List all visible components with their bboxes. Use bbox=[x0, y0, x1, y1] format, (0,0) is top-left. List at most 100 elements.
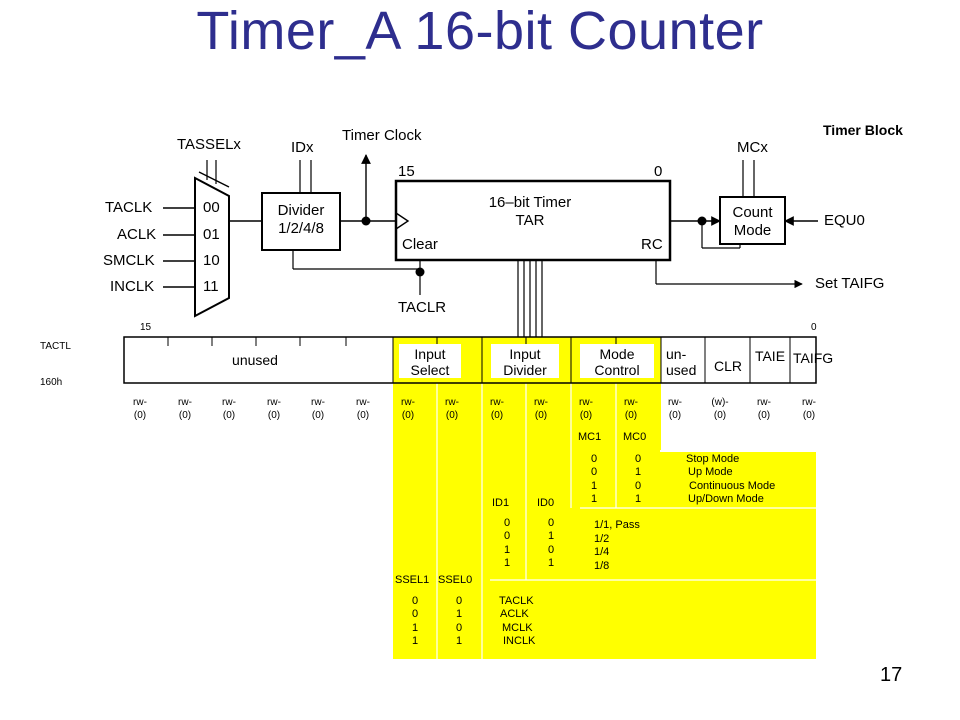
access-bit-10: rw- bbox=[356, 397, 370, 408]
ssel0-header: SSEL0 bbox=[438, 574, 473, 586]
timer-clock-label: Timer Clock bbox=[342, 127, 422, 144]
source-value: ACLK bbox=[500, 608, 529, 621]
reset-bit-2: (0) bbox=[713, 410, 727, 421]
mc0-value: 0 bbox=[634, 479, 642, 492]
reset-bit-11: (0) bbox=[311, 410, 325, 421]
reset-bit-9: (0) bbox=[401, 410, 415, 421]
mux-code-01: 01 bbox=[203, 226, 220, 243]
tactl-register bbox=[123, 336, 817, 384]
field-mode-control: Mode Control bbox=[580, 346, 654, 378]
input-select-line1: Input bbox=[414, 346, 446, 362]
access-bit-1: rw- bbox=[757, 397, 771, 408]
id1-value: 0 bbox=[503, 530, 511, 543]
page-number: 17 bbox=[880, 664, 903, 686]
register-name: TACTL bbox=[40, 341, 71, 352]
mux-code-10: 10 bbox=[203, 252, 220, 269]
ssel1-column: 0 0 1 1 bbox=[405, 595, 425, 648]
id0-header: ID0 bbox=[537, 497, 555, 509]
field-un-used: un- used bbox=[662, 346, 704, 378]
id0-value: 0 bbox=[547, 543, 555, 556]
access-bit-14: rw- bbox=[178, 397, 192, 408]
register-address: 160h bbox=[40, 377, 63, 388]
mc1-value: 0 bbox=[590, 453, 598, 465]
mode-descriptions: Stop Mode Up Mode Continuous Mode Up/Dow… bbox=[686, 453, 775, 506]
mode-control-line2: Control bbox=[594, 362, 640, 378]
reset-bit-10: (0) bbox=[356, 410, 370, 421]
field-input-select: Input Select bbox=[399, 346, 461, 378]
id0-value: 1 bbox=[547, 556, 555, 569]
id0-column: 0 1 0 1 bbox=[541, 517, 561, 570]
timer-tar-box bbox=[394, 179, 672, 262]
ratio-value: 1/1, Pass bbox=[594, 519, 640, 531]
ssel0-column: 0 1 0 1 bbox=[449, 595, 469, 648]
reset-bit-7: (0) bbox=[490, 410, 504, 421]
mux-input-inclk: INCLK bbox=[110, 278, 155, 295]
count-mode-text: Count Mode bbox=[720, 204, 785, 240]
un-used-line1: un- bbox=[666, 346, 687, 362]
access-bit-11: rw- bbox=[311, 397, 325, 408]
access-bit-12: rw- bbox=[267, 397, 281, 408]
rc-label: RC bbox=[641, 236, 663, 253]
idx-label: IDx bbox=[291, 139, 314, 156]
tasselx-label: TASSELx bbox=[177, 136, 241, 153]
access-bit-5: rw- bbox=[579, 397, 593, 408]
mc0-value: 1 bbox=[634, 492, 642, 505]
access-bit-0: rw- bbox=[802, 397, 816, 408]
access-bit-8: rw- bbox=[445, 397, 459, 408]
reset-bit-14: (0) bbox=[178, 410, 192, 421]
id0-value: 1 bbox=[547, 530, 555, 543]
reset-bit-0: (0) bbox=[802, 410, 816, 421]
page-title: Timer_A 16-bit Counter bbox=[196, 1, 764, 61]
mux-input-taclk: TACLK bbox=[105, 199, 153, 216]
reset-bit-6: (0) bbox=[534, 410, 548, 421]
timer-bit-low: 0 bbox=[654, 163, 663, 180]
mode-updown: Up/Down Mode bbox=[688, 492, 764, 505]
reset-bit-12: (0) bbox=[267, 410, 281, 421]
timer-bit-high: 15 bbox=[398, 163, 415, 180]
field-unused: unused bbox=[232, 352, 278, 368]
clear-label: Clear bbox=[402, 236, 438, 253]
id1-header: ID1 bbox=[492, 497, 510, 509]
table-separators bbox=[660, 450, 816, 452]
source-value: INCLK bbox=[503, 634, 536, 647]
mc0-value: 0 bbox=[634, 453, 642, 465]
access-bit-7: rw- bbox=[490, 397, 504, 408]
ratio-value: 1/2 bbox=[594, 532, 610, 545]
count-line1: Count bbox=[732, 204, 773, 221]
mode-stop: Stop Mode bbox=[686, 453, 740, 465]
clock-mux bbox=[194, 176, 230, 318]
reset-bit-4: (0) bbox=[624, 410, 638, 421]
field-input-divider: Input Divider bbox=[491, 346, 559, 378]
field-taie: TAIE bbox=[754, 348, 786, 364]
source-value: MCLK bbox=[502, 621, 533, 634]
access-bit-9: rw- bbox=[401, 397, 415, 408]
id1-value: 1 bbox=[503, 543, 511, 556]
reset-bit-5: (0) bbox=[579, 410, 593, 421]
table-lines bbox=[436, 383, 816, 659]
mode-up: Up Mode bbox=[688, 466, 733, 479]
ssel1-value: 0 bbox=[411, 595, 419, 607]
mc1-header: MC1 bbox=[578, 431, 602, 443]
un-used-line2: used bbox=[666, 362, 697, 378]
input-select-line2: Select bbox=[410, 362, 450, 378]
mc1-value: 0 bbox=[590, 466, 598, 479]
input-divider-line2: Divider bbox=[503, 362, 547, 378]
mc1-value: 1 bbox=[590, 479, 598, 492]
field-taifg: TAIFG bbox=[790, 350, 844, 366]
count-mode-box bbox=[719, 196, 786, 245]
ssel1-value: 0 bbox=[411, 608, 419, 621]
reset-bit-1: (0) bbox=[757, 410, 771, 421]
mc0-column: 0 1 0 1 bbox=[628, 453, 648, 506]
access-bit-4: rw- bbox=[624, 397, 638, 408]
access-bit-3: rw- bbox=[668, 397, 682, 408]
input-divider-line1: Input bbox=[509, 346, 541, 362]
reset-bit-13: (0) bbox=[222, 410, 236, 421]
taifg-text: TAIFG bbox=[793, 350, 834, 366]
clock-sources: TACLK ACLK MCLK INCLK bbox=[499, 595, 535, 648]
divider-text: Divider 1/2/4/8 bbox=[262, 202, 340, 238]
access-bit-2: (w)- bbox=[711, 397, 729, 408]
ssel0-value: 1 bbox=[455, 634, 463, 647]
timer-text: 16–bit Timer TAR bbox=[470, 194, 590, 230]
mux-code-11: 11 bbox=[203, 278, 219, 295]
